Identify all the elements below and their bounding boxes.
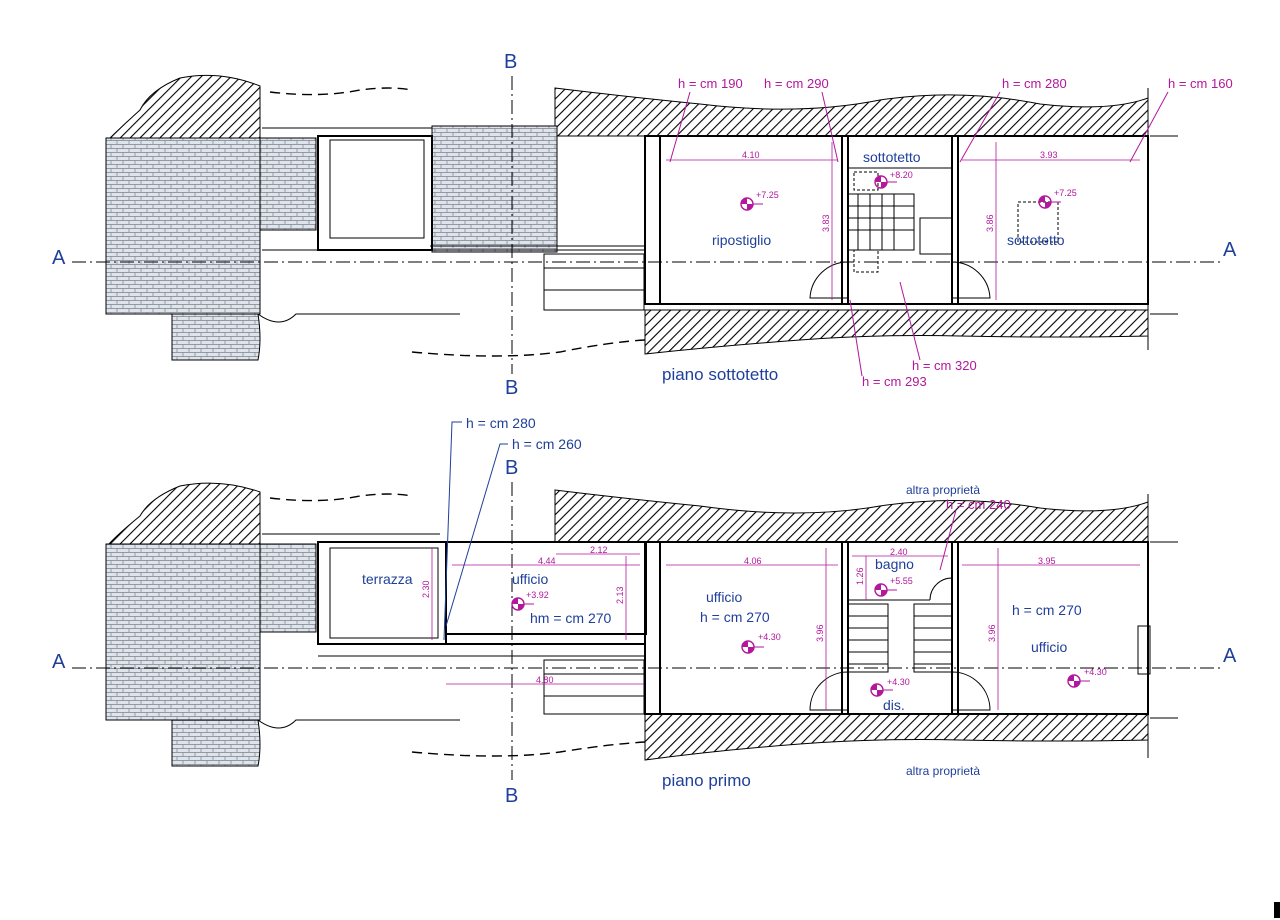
section-marker-a-left: A	[52, 651, 66, 673]
dimension-label: 3.83	[821, 214, 831, 232]
brick-area	[431, 125, 558, 253]
neighbor-label: altra proprietà	[906, 483, 980, 497]
height-label: h = cm 270	[700, 609, 770, 625]
section-marker-b-bottom: B	[505, 785, 518, 807]
dimension-label: 2.12	[590, 545, 608, 555]
hatched-wall-bottom	[644, 309, 1149, 355]
dimension-label: 4.80	[536, 675, 554, 685]
room-label: sottotetto	[863, 149, 921, 165]
neighbor-label: altra proprietà	[906, 764, 980, 778]
height-label: h = cm 280	[1002, 76, 1067, 91]
room-label: dis.	[883, 697, 905, 713]
height-label: h = cm 290	[764, 76, 829, 91]
level-label: +4.30	[1084, 667, 1107, 677]
height-label: h = cm 240	[946, 497, 1011, 512]
height-label: h = cm 293	[862, 374, 927, 389]
brick-area	[259, 543, 317, 633]
level-label: +3.92	[526, 590, 549, 600]
brick-area	[105, 543, 261, 721]
brick-area	[259, 137, 317, 231]
room-label: terrazza	[362, 571, 413, 587]
section-marker-b-top: B	[505, 457, 518, 479]
room-label: ufficio	[512, 571, 549, 587]
dimension-label: 4.10	[742, 150, 760, 160]
section-marker-a-right: A	[1223, 239, 1237, 261]
plan-primo	[72, 421, 1220, 780]
dimension-label: 2.13	[615, 586, 625, 604]
room-label: sottotetto	[1007, 232, 1065, 248]
room-label: ufficio	[706, 589, 743, 605]
level-label: +5.55	[890, 576, 913, 586]
section-marker-b-bottom: B	[505, 377, 518, 399]
room-label: ufficio	[1031, 639, 1068, 655]
hatched-wall-top-right	[554, 489, 1149, 543]
dimension-label: 2.40	[890, 547, 908, 557]
section-marker-a-right: A	[1223, 645, 1237, 667]
dimension-label: 3.96	[987, 624, 997, 642]
hatched-wall-top-left	[106, 74, 261, 141]
dimension-label: 2.30	[421, 580, 431, 598]
room-label: bagno	[875, 556, 914, 572]
height-label: h = cm 260	[512, 436, 582, 452]
level-label: +4.30	[758, 632, 781, 642]
height-label: h = cm 320	[912, 358, 977, 373]
section-marker-a-left: A	[52, 247, 66, 269]
height-label: h = cm 190	[678, 76, 743, 91]
height-label: h = cm 280	[466, 415, 536, 431]
dimension-label: 4.44	[538, 556, 556, 566]
dimension-label: 3.95	[1038, 556, 1056, 566]
height-label: hm = cm 270	[530, 610, 612, 626]
hatched-wall-top-right	[554, 87, 1149, 137]
brick-area	[171, 313, 261, 361]
level-label: +7.25	[1054, 188, 1077, 198]
level-label: +4.30	[887, 677, 910, 687]
level-label: +8.20	[890, 170, 913, 180]
room-label: ripostiglio	[712, 232, 771, 248]
plan-sottotetto	[72, 74, 1220, 377]
hatched-wall-top-left	[106, 482, 261, 546]
dimension-label: 3.96	[815, 624, 825, 642]
dimension-label: 3.86	[985, 214, 995, 232]
hatched-wall-bottom	[644, 713, 1149, 761]
section-marker-b-top: B	[504, 51, 517, 73]
brick-area	[105, 137, 261, 315]
height-label: h = cm 160	[1168, 76, 1233, 91]
dimension-label: 3.93	[1040, 150, 1058, 160]
level-label: +7.25	[756, 190, 779, 200]
height-label: h = cm 270	[1012, 602, 1082, 618]
dimension-label: 4.06	[744, 556, 762, 566]
floor-title: piano primo	[662, 771, 751, 790]
scan-mark	[1274, 902, 1280, 918]
brick-area	[171, 719, 261, 767]
floor-title: piano sottotetto	[662, 365, 778, 384]
dimension-label: 1.26	[855, 567, 865, 585]
